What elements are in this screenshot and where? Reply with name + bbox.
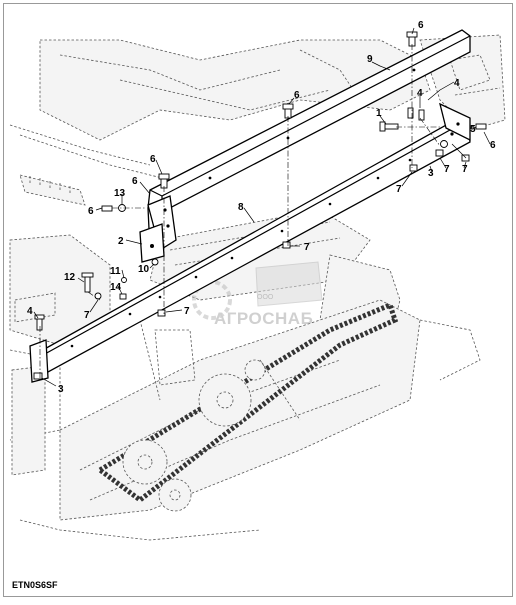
callout-14: 14: [110, 282, 122, 293]
callout-labels: 6 9 4 4 1 6 5 6 7 7 3 7 6 6 13 6 8 7 2 1…: [27, 20, 496, 395]
callout-7: 7: [304, 242, 310, 253]
callout-1: 1: [376, 108, 382, 119]
callout-4: 4: [27, 306, 33, 317]
callout-7: 7: [84, 310, 90, 321]
watermark-prefix: ООО: [257, 294, 274, 301]
callout-6: 6: [132, 176, 138, 187]
callout-7: 7: [184, 306, 190, 317]
callout-9: 9: [367, 54, 373, 65]
watermark-logo: ООО АГРОСНАБ: [192, 261, 323, 328]
callout-2: 2: [118, 236, 124, 247]
watermark-name: АГРОСНАБ: [214, 309, 313, 328]
callout-6: 6: [150, 154, 156, 165]
callout-7: 7: [444, 164, 450, 175]
part-8-lower-channel: [29, 102, 471, 383]
callout-11: 11: [110, 266, 121, 277]
figure-code: ETN0S6SF: [12, 580, 58, 590]
figure-border: [3, 3, 513, 597]
callout-6: 6: [418, 20, 424, 31]
callout-13: 13: [114, 188, 126, 199]
callout-6: 6: [490, 140, 496, 151]
callout-6: 6: [88, 206, 94, 217]
leader-lines: [33, 27, 491, 387]
callout-3: 3: [428, 168, 434, 179]
callout-4: 4: [417, 88, 423, 99]
callout-7: 7: [396, 184, 402, 195]
part-2-bracket: [139, 223, 165, 263]
belt-drive-ghost: [95, 301, 399, 512]
callout-10: 10: [138, 264, 150, 275]
callout-6: 6: [294, 90, 300, 101]
callout-8: 8: [238, 202, 244, 213]
assembly-axes: [39, 44, 441, 378]
callout-4: 4: [454, 78, 460, 89]
callout-7: 7: [462, 164, 468, 175]
callout-3: 3: [58, 384, 64, 395]
fasteners: [33, 31, 487, 380]
callout-5: 5: [470, 124, 476, 135]
part-9-upper-channel: [147, 29, 471, 252]
callout-12: 12: [64, 272, 76, 283]
